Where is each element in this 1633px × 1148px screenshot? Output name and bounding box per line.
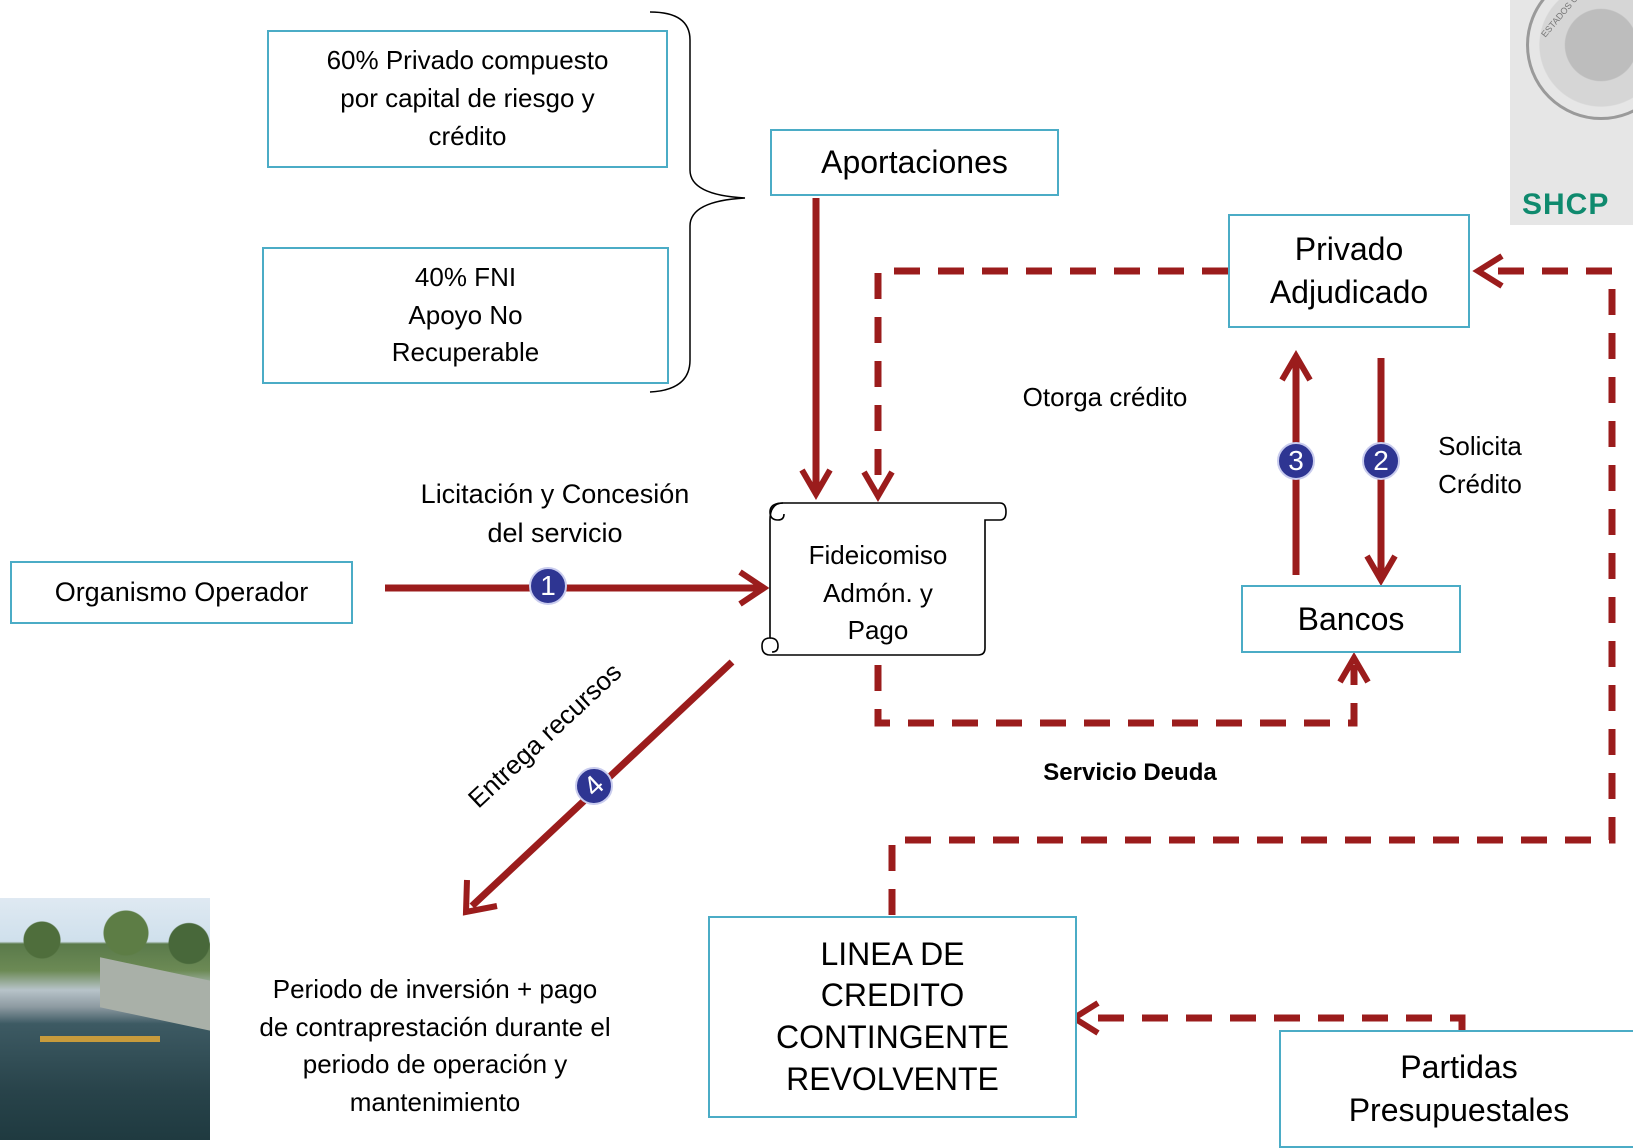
arrowhead-3 [1279, 350, 1313, 382]
licitacion-label: Licitación y Concesión del servicio [420, 479, 690, 549]
badge-3: 3 [1277, 442, 1315, 480]
privado-compuesto-box: 60% Privado compuesto por capital de rie… [267, 30, 668, 168]
seal-icon: ESTADOS UNIDOS MEXICANOS [1526, 0, 1633, 120]
organismo-operador-box: Organismo Operador [10, 561, 353, 624]
logo-text: SHCP [1522, 188, 1610, 221]
dashed-servicio-deuda [874, 665, 1358, 727]
otorga-credito-label: Otorga crédito [1022, 382, 1188, 412]
servicio-deuda-label: Servicio Deuda [1043, 759, 1217, 786]
dashed-partidas-to-linea [1080, 1014, 1466, 1032]
partidas-box: Partidas Presupuestales [1279, 1030, 1633, 1148]
arrowhead-entrega [462, 879, 498, 916]
privado-adjudicado-box: Privado Adjudicado [1228, 214, 1470, 328]
photo-trees [0, 898, 210, 968]
partidas-text: Partidas Presupuestales [1348, 1048, 1570, 1128]
arrowhead-linea-privado [1472, 253, 1504, 289]
arrowhead-2 [1364, 554, 1398, 586]
water-tank-photo [0, 898, 210, 1140]
brace-shape [649, 11, 746, 393]
bancos-text: Bancos [1297, 600, 1405, 637]
linea-credito-text: LINEA DE CREDITO CONTINGENTE REVOLVENTE [776, 935, 1009, 1097]
dashed-linea-to-privado [888, 267, 1616, 915]
badge-2: 2 [1362, 442, 1400, 480]
arrowhead-aportaciones [799, 468, 833, 500]
seal-text: ESTADOS UNIDOS MEXICANOS [1539, 0, 1633, 39]
fideicomiso-text: Fideicomiso Admón. y Pago [808, 540, 948, 646]
arrowhead-servicio [1337, 652, 1371, 684]
fideicomiso-scroll [761, 502, 1007, 656]
arrowhead-otorga [861, 470, 895, 502]
aportaciones-box: Aportaciones [770, 129, 1059, 196]
linea-credito-box: LINEA DE CREDITO CONTINGENTE REVOLVENTE [708, 916, 1077, 1118]
shcp-logo: ESTADOS UNIDOS MEXICANOS SHCP [1510, 0, 1633, 225]
dashed-otorga-credito [874, 267, 1228, 490]
arrowhead-partidas [1068, 1000, 1100, 1036]
organismo-operador-text: Organismo Operador [54, 577, 309, 607]
aportaciones-text: Aportaciones [821, 144, 1008, 180]
privado-compuesto-text: 60% Privado compuesto por capital de rie… [326, 45, 609, 151]
privado-adjudicado-text: Privado Adjudicado [1269, 230, 1429, 310]
bancos-box: Bancos [1241, 585, 1461, 653]
badge-1: 1 [529, 567, 567, 605]
fni-box: 40% FNI Apoyo No Recuperable [262, 247, 669, 384]
photo-walkway [100, 957, 210, 1033]
arrowhead-licitacion [738, 569, 770, 607]
photo-float-line [40, 1036, 160, 1042]
periodo-label: Periodo de inversión + pago de contrapre… [259, 974, 611, 1118]
fni-text: 40% FNI Apoyo No Recuperable [391, 261, 540, 368]
solicita-credito-label: Solicita Crédito [1438, 431, 1522, 499]
